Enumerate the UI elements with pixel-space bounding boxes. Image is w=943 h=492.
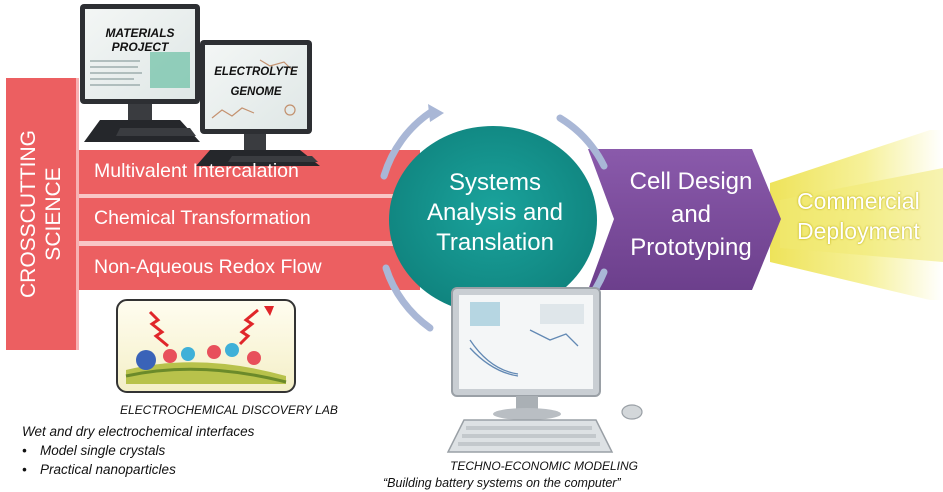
commercial-line2: Deployment xyxy=(797,218,920,244)
lab-item-text: Model single crystals xyxy=(40,443,166,458)
materials-line2: PROJECT xyxy=(111,40,169,54)
band-label-chemical: Chemical Transformation xyxy=(94,207,311,229)
bullet-glyph: • xyxy=(22,462,27,477)
discovery-lab-caption: ELECTROCHEMICAL DISCOVERY LAB xyxy=(120,403,338,417)
research-bands xyxy=(78,150,420,290)
band-chemical xyxy=(78,198,420,241)
systems-analysis-circle xyxy=(389,126,597,314)
arrowhead-top-icon xyxy=(428,104,444,122)
bullet-glyph: • xyxy=(22,443,27,458)
band-label-multivalent: Multivalent Intercalation xyxy=(94,160,299,182)
materials-project-computer xyxy=(80,4,200,142)
systems-line2: Analysis and xyxy=(426,199,564,226)
electrolyte-genome-screen-label: ELECTROLYTE GENOME xyxy=(207,62,305,102)
electrolyte-line1: ELECTROLYTE xyxy=(214,66,298,78)
lab-list-item: • Model single crystals xyxy=(22,441,254,460)
commercial-deployment-beam xyxy=(770,130,943,300)
lab-list-item: • Practical nanoparticles xyxy=(22,460,254,479)
lab-description: Wet and dry electrochemical interfaces •… xyxy=(22,422,254,479)
techno-economic-computer xyxy=(446,287,643,453)
cell-line3: Prototyping xyxy=(630,234,752,261)
techno-economic-quote: “Building battery systems on the compute… xyxy=(383,476,621,490)
band-label-redox-flow: Non-Aqueous Redox Flow xyxy=(94,256,322,278)
crosscutting-line2: SCIENCE xyxy=(42,167,65,261)
electrolyte-genome-computer xyxy=(196,40,320,166)
crosscutting-science-label: CROSSCUTTING SCIENCE xyxy=(6,78,76,350)
cell-line2: and xyxy=(670,201,712,228)
systems-line3: Translation xyxy=(436,229,554,256)
systems-line1: Systems xyxy=(448,169,541,196)
band-redox-flow xyxy=(78,246,420,290)
crosscutting-bar xyxy=(6,78,76,350)
materials-project-screen-label: MATERIALS PROJECT xyxy=(88,26,192,54)
materials-line1: MATERIALS xyxy=(105,26,175,40)
discovery-lab-illustration xyxy=(116,299,296,393)
crosscutting-line1: CROSSCUTTING xyxy=(17,130,40,298)
commercial-line1: Commercial xyxy=(797,188,920,214)
lab-item-text: Practical nanoparticles xyxy=(40,462,176,477)
techno-economic-caption: TECHNO-ECONOMIC MODELING xyxy=(450,459,639,473)
electrolyte-line2: GENOME xyxy=(230,86,282,98)
commercial-deployment-label: Commercial Deployment xyxy=(797,186,943,246)
lab-heading: Wet and dry electrochemical interfaces xyxy=(22,424,255,439)
cell-design-label: Cell Design and Prototyping xyxy=(600,165,782,264)
cell-line1: Cell Design xyxy=(629,168,753,195)
systems-analysis-label: Systems Analysis and Translation xyxy=(395,168,595,258)
cell-design-chevron xyxy=(588,149,781,290)
